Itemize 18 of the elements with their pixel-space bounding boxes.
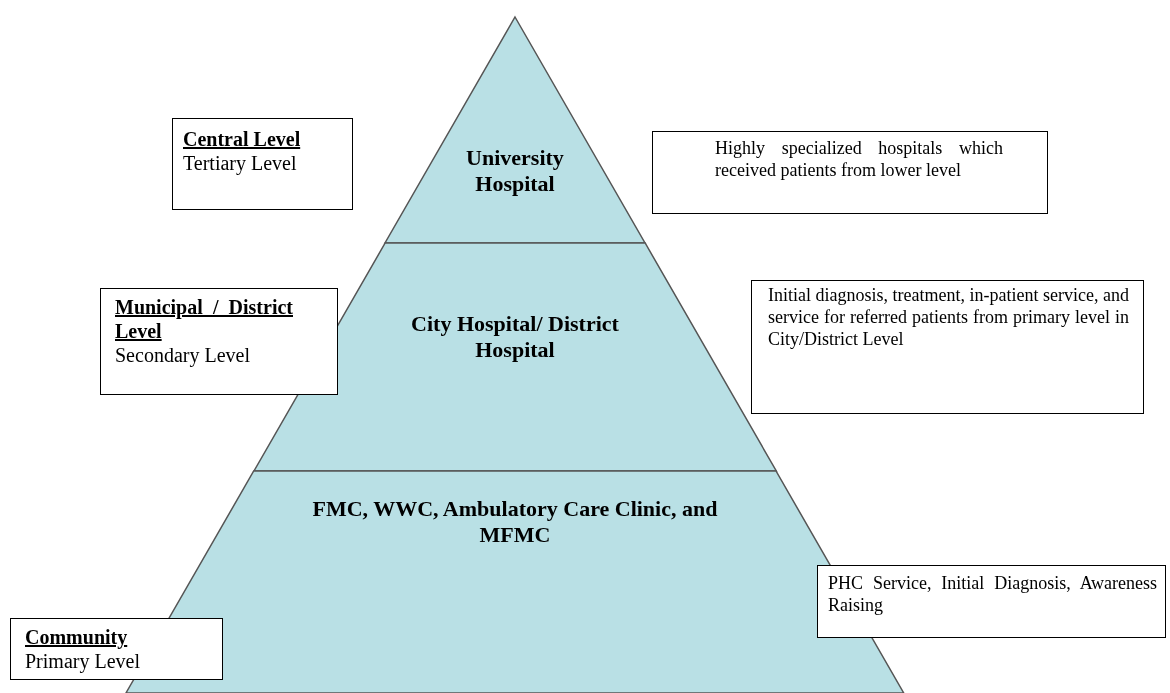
description-text: PHC Service, Initial Diagnosis, Awareness Raising [828, 572, 1157, 616]
level-subheading: Tertiary Level [183, 151, 298, 175]
level-heading: Central Level [183, 127, 302, 151]
level-box [172, 118, 353, 210]
level-subheading: Secondary Level [115, 343, 251, 367]
level-heading: Community [25, 625, 129, 649]
level-heading: Municipal / District Level [115, 295, 293, 343]
level-box [10, 618, 223, 680]
tier-label: City Hospital/ District Hospital [410, 311, 620, 363]
description-box [751, 280, 1144, 414]
level-subheading: Primary Level [25, 649, 141, 673]
description-text: Highly specialized hospitals which received patients from lower level [715, 137, 1003, 181]
tier-label: FMC, WWC, Ambulatory Care Clinic, and MFMC [311, 496, 719, 548]
description-box [817, 565, 1166, 638]
level-box [100, 288, 338, 395]
description-box [652, 131, 1048, 214]
tier-label: University Hospital [465, 145, 565, 197]
description-text: Initial diagnosis, treatment, in-patient service, and service for referred patients from primary level in City/District Level [768, 284, 1129, 350]
